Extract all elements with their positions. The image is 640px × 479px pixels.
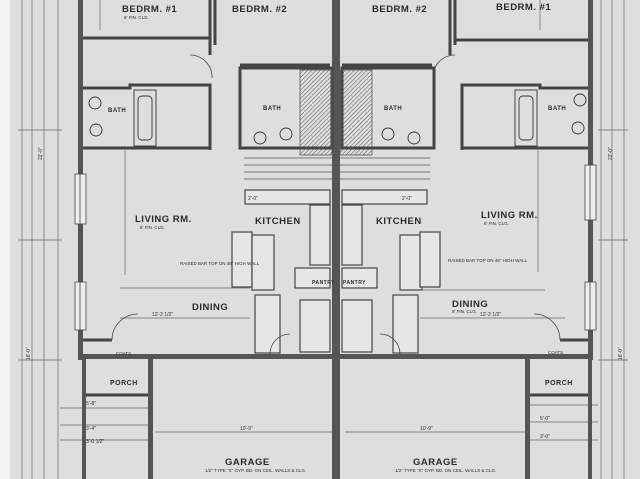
outer-dimension-lines [18, 0, 628, 479]
dim-text: 3'-4" [86, 426, 96, 432]
note-ceiling-living-right: 8' FIN. CLG. [484, 221, 509, 226]
dim-text: 16'-0" [26, 347, 32, 360]
door-swings [111, 54, 561, 355]
dim-text: 3'-0" [540, 434, 550, 440]
room-labels: BEDRM. #1 BEDRM. #2 BEDRM. #2 BEDRM. #1 … [108, 2, 573, 468]
room-label-dining-left: DINING [192, 302, 228, 313]
room-label-living-left: LIVING RM. [135, 214, 192, 225]
note-raised-bar-left: RAISED BAR TOP ON 48" HIGH WALL [180, 261, 260, 266]
room-label-garage-right: GARAGE [413, 457, 458, 468]
bedroom-walls [83, 0, 588, 67]
kitchen-counters [231, 189, 441, 354]
dim-text: 10'-9" [240, 426, 253, 432]
dim-text: 3'-0 1/2" [86, 439, 105, 445]
room-label-bath-center-right: BATH [384, 106, 402, 112]
dim-text: 5'-8" [86, 401, 96, 407]
entry-walls [83, 338, 588, 397]
room-label-bath-left: BATH [108, 108, 126, 114]
dimension-strings: 5'-8" 3'-4" 3'-0 1/2" 12'-2 1/2" 12'-2 1… [26, 147, 624, 445]
dim-text: 2'-0" [248, 196, 258, 202]
room-label-garage-left: GARAGE [225, 457, 270, 468]
dim-text: 2'-0" [402, 196, 412, 202]
room-label-dining-right: DINING [452, 299, 488, 310]
note-coats-right: COATS [548, 350, 563, 355]
room-label-pantry-left: PANTRY [312, 280, 335, 286]
room-label-kitchen-right: KITCHEN [376, 216, 422, 227]
room-label-pantry-right: PANTRY [343, 280, 366, 286]
room-label-bath-center-left: BATH [263, 106, 281, 112]
note-garage-ceiling-left: 1/2" TYPE "X" GYP. BD. ON CEIL. WALLS & … [205, 468, 306, 473]
dim-text: 10'-9" [420, 426, 433, 432]
windows [74, 164, 597, 331]
dim-text: 12'-2 1/2" [152, 312, 173, 318]
note-ceiling-bedrm1-left: 8' FIN. CLG. [124, 15, 149, 20]
room-label-living-right: LIVING RM. [481, 210, 538, 221]
dim-text: 22'-0" [608, 147, 614, 160]
room-label-bedrm1-left: BEDRM. #1 [122, 4, 177, 15]
room-label-kitchen-left: KITCHEN [255, 216, 301, 227]
room-label-porch-left: PORCH [110, 380, 138, 387]
note-coats-left: COATS [116, 351, 131, 356]
dim-text: 16'-0" [618, 347, 624, 360]
bath-walls [83, 66, 588, 150]
bath-fixtures [88, 89, 587, 147]
dim-text: 5'-0" [540, 416, 550, 422]
dim-text: 22'-0" [38, 147, 44, 160]
room-label-porch-right: PORCH [545, 380, 573, 387]
paper-edge-left [0, 0, 10, 479]
notes: 8' FIN. CLG. 8' FIN. CLG. 8' FIN. CLG. 8… [116, 15, 563, 473]
room-label-bedrm2-right: BEDRM. #2 [372, 4, 427, 15]
note-raised-bar-right: RAISED BAR TOP ON 48" HIGH WALL [448, 258, 528, 263]
dim-text: 12'-2 1/2" [480, 312, 501, 318]
note-ceiling-dining-right: 8' FIN. CLG. [452, 309, 477, 314]
room-label-bedrm1-right: BEDRM. #1 [496, 2, 551, 13]
note-garage-ceiling-right: 1/2" TYPE "X" GYP. BD. ON CEIL. WALLS & … [395, 468, 496, 473]
room-label-bath-right: BATH [548, 106, 566, 112]
note-ceiling-living-left: 8' FIN. CLG. [140, 225, 165, 230]
room-label-bedrm2-left: BEDRM. #2 [232, 4, 287, 15]
stair [244, 69, 430, 180]
